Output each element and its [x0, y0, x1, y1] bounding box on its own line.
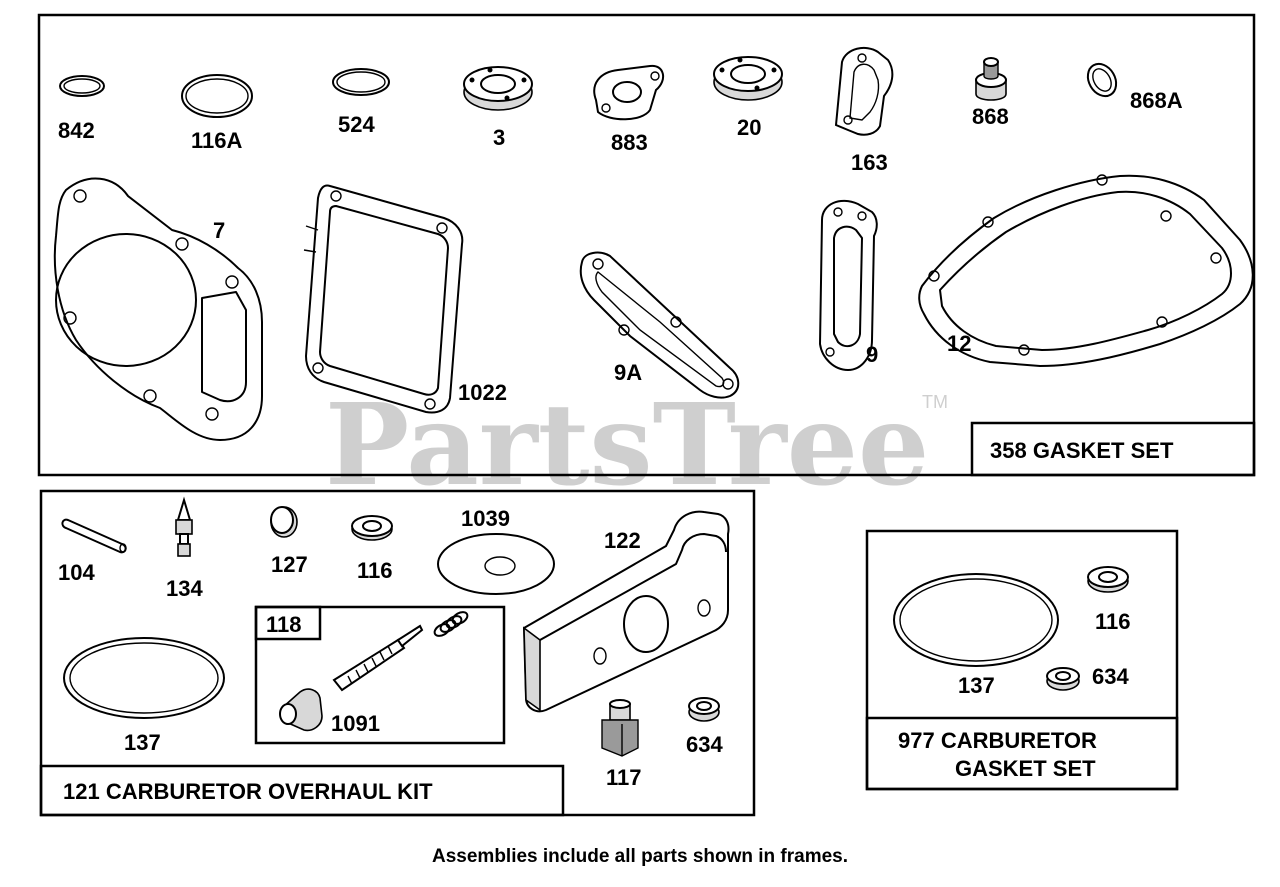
carb-gasket-set-title-line2: GASKET SET — [955, 756, 1096, 781]
part-label-9: 9 — [866, 342, 878, 367]
part-7-drawing — [53, 177, 263, 442]
part-1022-drawing — [303, 184, 464, 414]
part-label-1022: 1022 — [458, 380, 507, 405]
part-label-137: 137 — [124, 730, 161, 755]
part-label-116a: 116A — [191, 128, 242, 153]
part-label-9a: 9A — [614, 360, 642, 385]
part-634-drawing — [688, 697, 720, 722]
gasket-set-frame — [37, 13, 1256, 477]
part-9-drawing — [818, 199, 878, 372]
overhaul-kit-title-box — [39, 764, 565, 817]
part-label-7: 7 — [213, 218, 225, 243]
part-9a-drawing — [579, 251, 740, 399]
part-883-drawing — [593, 64, 665, 121]
part-label-868a: 868A — [1130, 88, 1183, 113]
part-524-drawing — [332, 68, 390, 96]
part-label-634b: 634 — [1092, 664, 1129, 689]
part-116b-drawing — [1087, 566, 1129, 593]
gasket-set-title-box — [970, 421, 1256, 477]
carb-gasket-set-title-box — [865, 716, 1179, 791]
part-1039-drawing — [437, 533, 555, 595]
part-label-524: 524 — [338, 112, 375, 137]
sub-kit-118-title-box — [254, 605, 322, 641]
part-122-drawing — [522, 510, 730, 713]
part-634b-drawing — [1046, 667, 1080, 691]
part-3-drawing — [463, 66, 533, 111]
part-label-134: 134 — [166, 576, 203, 601]
part-868a-drawing — [1086, 62, 1118, 98]
part-label-1091: 1091 — [331, 711, 380, 736]
part-label-12: 12 — [947, 331, 971, 356]
part-137b-drawing — [893, 573, 1059, 667]
part-label-117: 117 — [606, 765, 642, 790]
part-label-122: 122 — [604, 528, 641, 553]
part-134-drawing — [175, 496, 193, 557]
part-20-drawing — [713, 56, 783, 101]
part-label-883: 883 — [611, 130, 648, 155]
part-label-116b: 116 — [1095, 609, 1131, 634]
part-label-116: 116 — [357, 558, 393, 583]
carb-gasket-set-title-line1: 977 CARBURETOR — [898, 728, 1097, 753]
part-116a-drawing — [181, 74, 253, 118]
sub-kit-118-frame — [254, 605, 506, 745]
part-127-drawing — [270, 506, 298, 538]
overhaul-kit-title: 121 CARBURETOR OVERHAUL KIT — [63, 779, 433, 804]
part-label-127: 127 — [271, 552, 308, 577]
part-1091-drawing — [279, 611, 469, 732]
part-12-drawing — [918, 174, 1254, 368]
part-label-137b: 137 — [958, 673, 995, 698]
gasket-set-title: 358 GASKET SET — [990, 438, 1174, 463]
part-label-1039: 1039 — [461, 506, 510, 531]
part-842-drawing — [59, 75, 105, 97]
part-104-drawing — [61, 518, 127, 554]
part-137-drawing — [63, 637, 225, 719]
sub-kit-118-title: 118 — [266, 612, 302, 637]
watermark-tm: TM — [922, 392, 948, 412]
part-label-842: 842 — [58, 118, 95, 143]
part-label-104: 104 — [58, 560, 95, 585]
part-116-drawing — [351, 515, 393, 541]
part-label-20: 20 — [737, 115, 761, 140]
part-label-634: 634 — [686, 732, 723, 757]
part-label-868: 868 — [972, 104, 1009, 129]
part-117-drawing — [601, 699, 639, 757]
part-label-163: 163 — [851, 150, 888, 175]
part-163-drawing — [834, 46, 894, 136]
part-868-drawing — [975, 57, 1007, 101]
footer-note: Assemblies include all parts shown in fr… — [432, 846, 848, 867]
part-label-3: 3 — [493, 125, 505, 150]
